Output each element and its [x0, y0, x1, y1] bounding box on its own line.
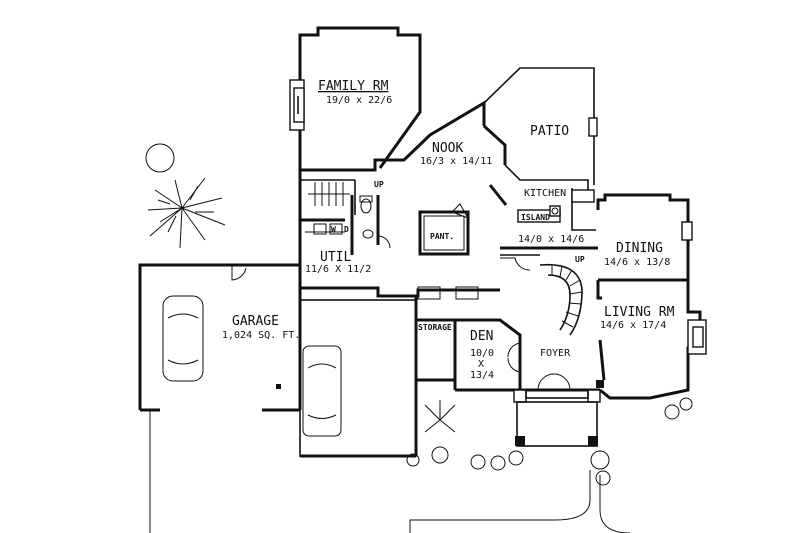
storage-label: STORAGE	[418, 323, 452, 332]
porch	[516, 401, 598, 447]
den-label: DEN	[470, 329, 493, 344]
curved-stair-icon	[539, 263, 583, 336]
garage-door-swing	[231, 265, 247, 281]
patio-area	[482, 67, 598, 185]
den-dims-line3: 13/4	[470, 370, 494, 381]
garage-area	[138, 263, 417, 458]
dining-area	[596, 193, 693, 282]
stair-up-label: UP	[374, 180, 384, 189]
pantry-label: PANT.	[430, 232, 454, 241]
entry-door-swing	[537, 373, 571, 391]
kitchen-label: KITCHEN	[524, 188, 566, 199]
washer-label: W	[331, 225, 336, 234]
den-dims-line2: X	[478, 359, 484, 370]
util-label: UTIL	[320, 250, 351, 265]
walkway-edge	[409, 470, 591, 533]
nook-dims: 16/3 x 14/11	[420, 156, 492, 167]
garage-dims: 1,024 SQ. FT.	[222, 330, 300, 341]
car-icon	[162, 295, 204, 382]
core-walls	[298, 100, 598, 456]
family-room-dims: 19/0 x 22/6	[326, 95, 392, 106]
dryer-icon	[329, 223, 343, 235]
dining-dims: 14/6 x 13/8	[604, 257, 670, 268]
patio-label: PATIO	[530, 124, 569, 139]
dryer-label: D	[344, 225, 349, 234]
door-swing	[377, 235, 391, 249]
pantry-box	[418, 210, 470, 256]
island-label: ISLAND	[521, 213, 550, 222]
car-icon	[302, 345, 342, 437]
stairs-icon	[308, 182, 350, 206]
living-dims: 14/6 x 17/4	[600, 320, 666, 331]
door-swing	[507, 342, 521, 373]
shrub-icon	[406, 397, 693, 486]
toilet-icon	[360, 198, 372, 214]
garage-label: GARAGE	[232, 314, 279, 329]
washer-icon	[313, 223, 327, 235]
living-label: LIVING RM	[604, 305, 675, 320]
den-dims-line1: 10/0	[470, 348, 494, 359]
dining-label: DINING	[616, 241, 663, 256]
foyer-label: FOYER	[540, 348, 571, 359]
kitchen-dims: 14/0 x 14/6	[518, 234, 584, 245]
sink-icon	[362, 229, 374, 239]
walkway-edge	[599, 475, 631, 533]
den-foyer-area	[416, 286, 606, 447]
family-room-area	[289, 26, 422, 170]
tree-icon	[145, 143, 226, 249]
family-room-label: FAMILY RM	[318, 79, 389, 94]
stair-up-label: UP	[575, 255, 585, 264]
util-dims: 11/6 X 11/2	[305, 264, 371, 275]
nook-label: NOOK	[432, 141, 463, 156]
living-area	[596, 280, 707, 400]
